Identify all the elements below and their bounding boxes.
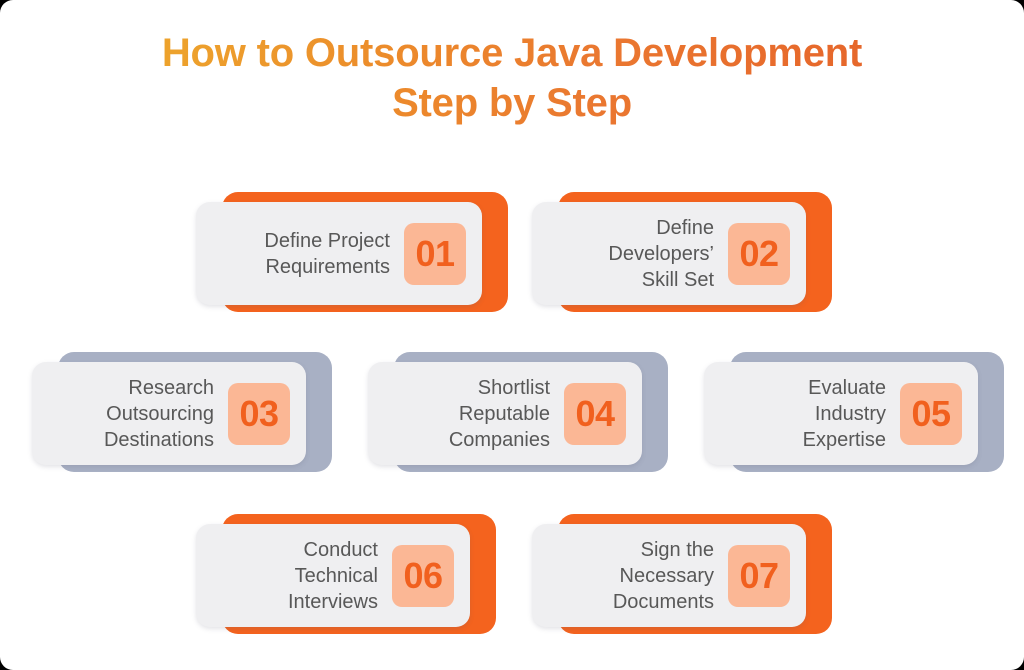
- step-label: Define Developers’ Skill Set: [608, 216, 714, 291]
- step-label: Evaluate Industry Expertise: [802, 376, 886, 451]
- step-label: Sign the Necessary Documents: [612, 538, 714, 613]
- step-number-badge: 01: [404, 222, 466, 285]
- step-number-badge: 03: [228, 382, 290, 445]
- step-number-badge: 07: [728, 544, 790, 607]
- page-title: How to Outsource Java Development Step b…: [0, 28, 1024, 128]
- step-number-badge: 05: [900, 382, 962, 445]
- step-card-face: Define Project Requirements 01: [196, 202, 482, 305]
- step-card-01[interactable]: Define Project Requirements 01: [196, 186, 508, 312]
- step-label: Conduct Technical Interviews: [287, 538, 378, 613]
- step-number-badge: 04: [564, 382, 626, 445]
- step-label: Shortlist Reputable Companies: [448, 376, 550, 451]
- step-label: Define Project Requirements: [264, 229, 390, 278]
- step-number-badge: 02: [728, 222, 790, 285]
- step-number-badge: 06: [392, 544, 454, 607]
- step-label: Research Outsourcing Destinations: [103, 376, 214, 451]
